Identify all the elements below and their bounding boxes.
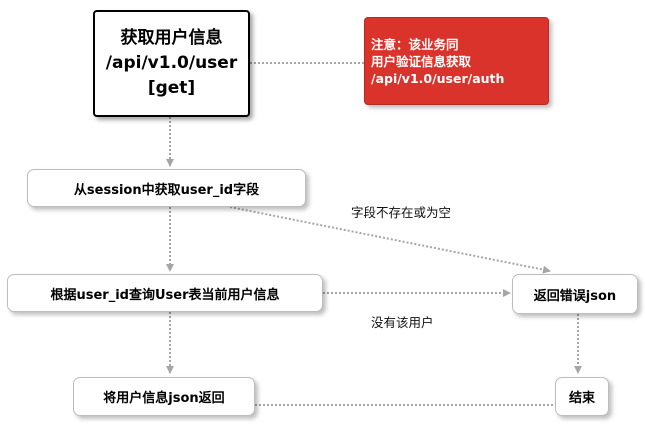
query-user-node: 根据user_id查询User表当前用户信息 <box>7 274 323 312</box>
note-line-3: /api/v1.0/user/auth <box>371 70 505 86</box>
return-error-node: 返回错误json <box>512 274 638 314</box>
start-node: 获取用户信息 /api/v1.0/user [get] <box>93 10 250 117</box>
edge-label-no-user: 没有该用户 <box>371 315 434 330</box>
note-line-1: 注意：该业务同 <box>371 36 459 52</box>
end-node: 结束 <box>555 377 609 416</box>
start-node-title: 获取用户信息 <box>120 28 223 48</box>
note-box: 注意：该业务同 用户验证信息获取 /api/v1.0/user/auth <box>364 17 549 105</box>
return-user-node: 将用户信息json返回 <box>73 377 255 416</box>
start-node-endpoint: /api/v1.0/user <box>105 53 238 73</box>
get-user-id-node: 从session中获取user_id字段 <box>27 169 306 207</box>
start-node-method: [get] <box>147 78 196 98</box>
edge-label-field-missing: 字段不存在或为空 <box>351 205 452 220</box>
note-line-2: 用户验证信息获取 <box>371 53 472 69</box>
